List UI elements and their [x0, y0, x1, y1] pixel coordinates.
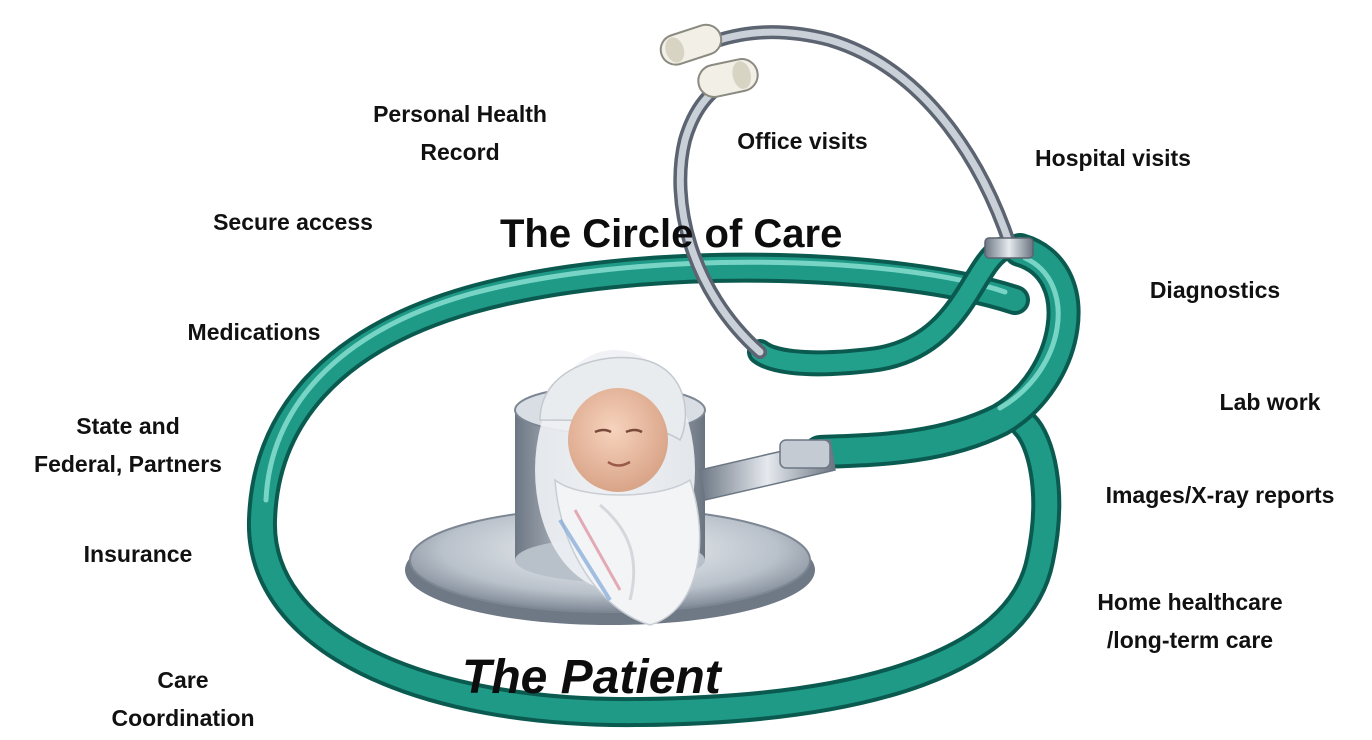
- label-medications: Medications: [187, 319, 321, 345]
- center-label: The Patient: [462, 651, 721, 704]
- label-lab-work: Lab work: [1219, 389, 1321, 415]
- label-insurance: Insurance: [83, 541, 193, 567]
- label-diagnostics: Diagnostics: [1149, 277, 1281, 303]
- label-home-healthcare: Home healthcare/long-term care: [1097, 589, 1283, 653]
- tubing-branch: [747, 233, 1081, 469]
- diagram-title: The Circle of Care: [500, 212, 843, 256]
- label-images-xray-reports: Images/X-ray reports: [1105, 482, 1335, 508]
- tubing-loop: [246, 252, 1062, 728]
- ear-tips: [659, 23, 759, 98]
- label-hospital-visits: Hospital visits: [1035, 145, 1191, 171]
- label-secure-access: Secure access: [213, 209, 373, 235]
- baby-photo: [535, 350, 701, 626]
- label-office-visits: Office visits: [737, 128, 868, 154]
